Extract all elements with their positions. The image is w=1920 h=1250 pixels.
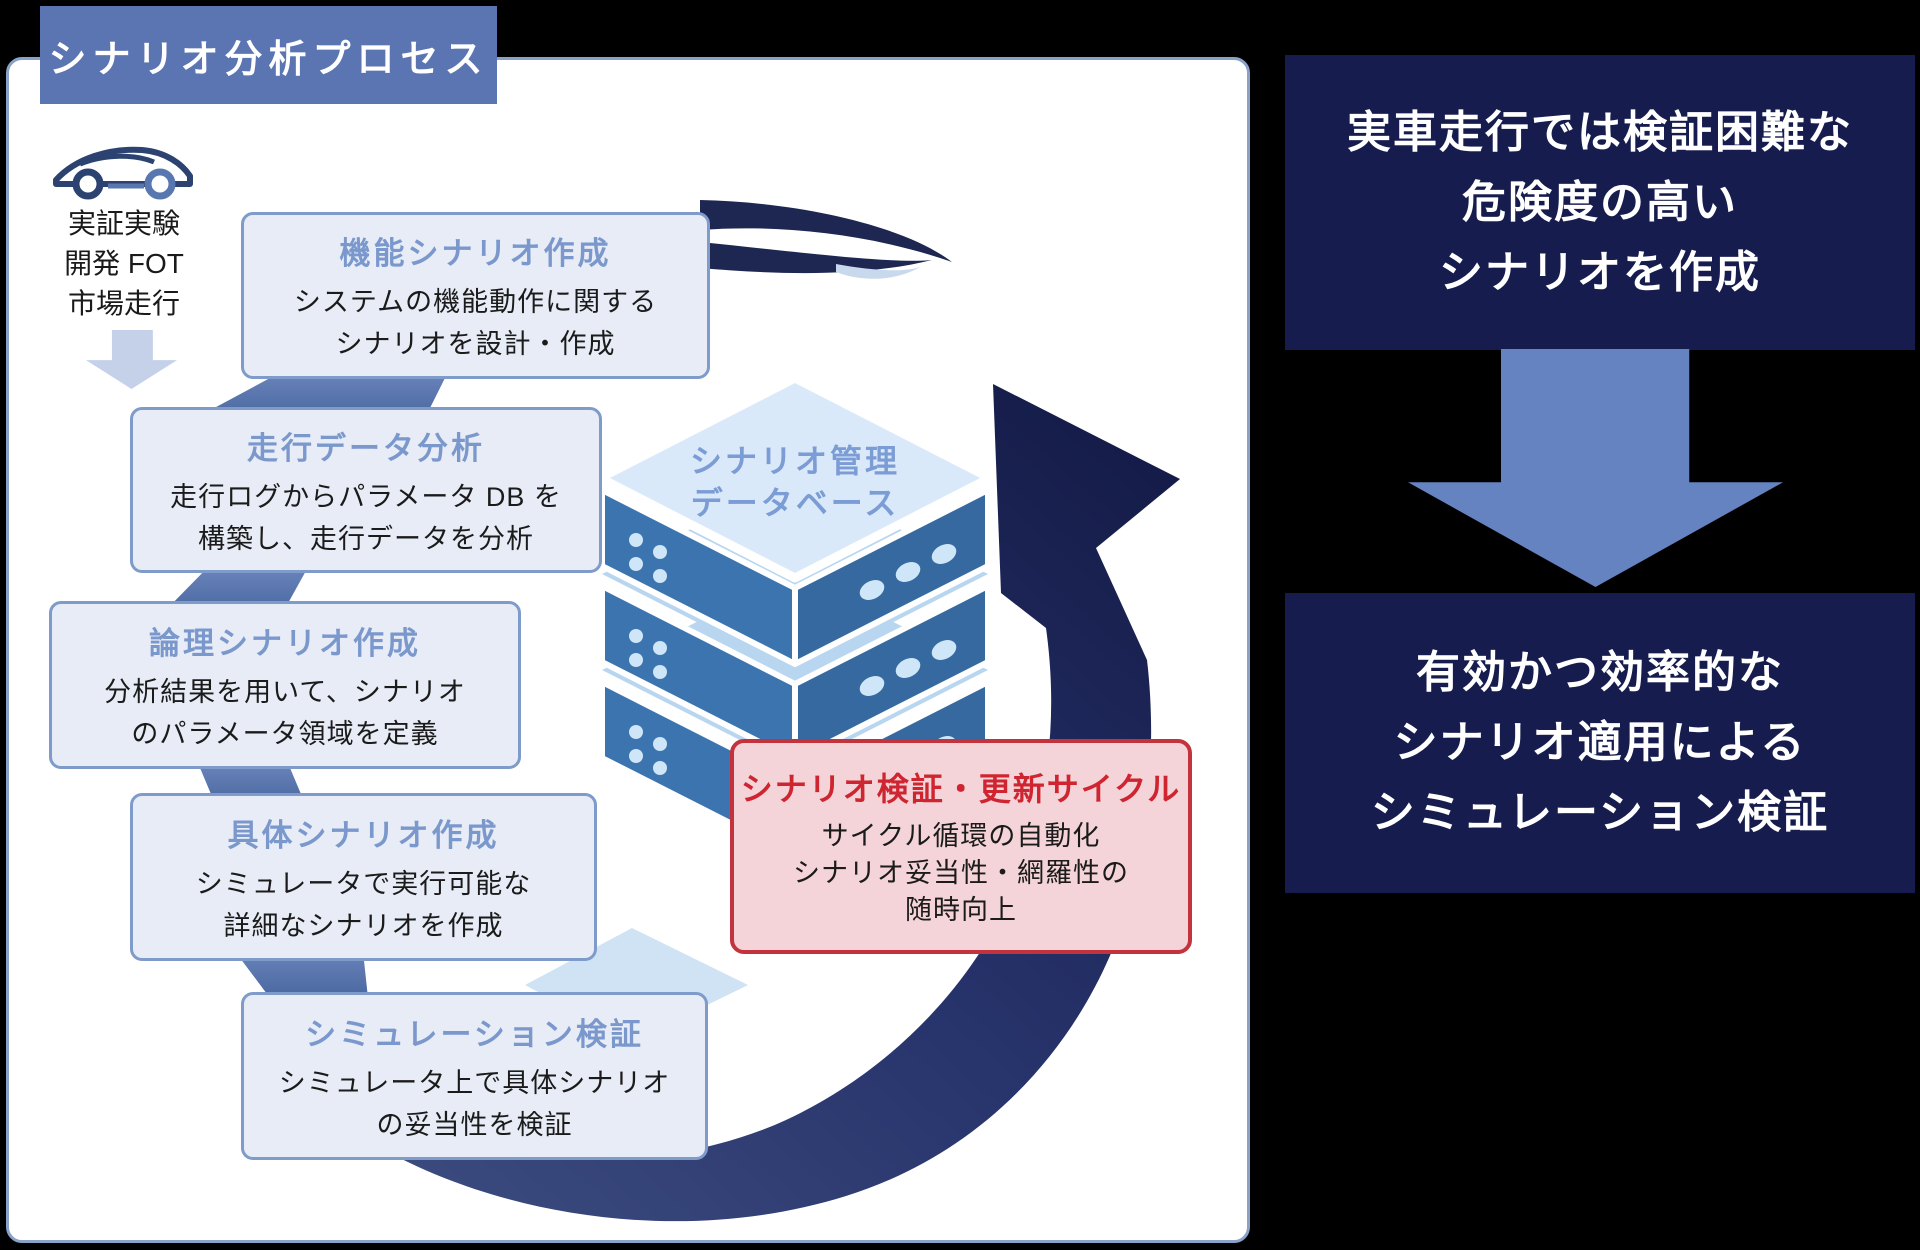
data-source-label: 実証実験 開発 FOT 市場走行 [38, 204, 210, 324]
diagram-title: シナリオ分析プロセス [48, 38, 489, 81]
benefit-panel-top: 実車走行では検証困難な 危険度の高い シナリオを作成 [1285, 55, 1915, 350]
database-label-line1: シナリオ管理 [690, 443, 900, 479]
benefit-line: 危険度の高い [1462, 177, 1738, 227]
step-title: 論理シナリオ作成 [149, 625, 421, 661]
cycle-update-box: シナリオ検証・更新サイクル サイクル循環の自動化 シナリオ妥当性・網羅性の 随時… [730, 739, 1192, 954]
step-desc: 分析結果を用いて、シナリオ [104, 676, 466, 707]
step-title: 具体シナリオ作成 [227, 817, 500, 853]
motion-crescent-3 [836, 264, 922, 279]
step-logical-scenario: 論理シナリオ作成 分析結果を用いて、シナリオ のパラメータ領域を定義 [49, 601, 521, 769]
step-desc: システムの機能動作に関する [293, 287, 658, 317]
source-line: 市場走行 [67, 288, 180, 319]
step-title: 機能シナリオ作成 [339, 236, 612, 271]
benefit-line: 実車走行では検証困難な [1347, 107, 1853, 157]
benefit-line: シナリオ適用による [1393, 718, 1807, 767]
step-title: 走行データ分析 [247, 430, 485, 466]
cycle-arrow [372, 200, 1180, 1222]
step-title: シミュレーション検証 [305, 1016, 644, 1052]
stack-top-face [595, 373, 995, 583]
source-line: 実証実験 [67, 208, 180, 239]
car-icon [53, 146, 193, 200]
benefit-line: シミュレーション検証 [1370, 788, 1830, 837]
benefit-line: 有効かつ効率的な [1416, 648, 1784, 697]
step-desc: シミュレータで実行可能な [195, 868, 532, 899]
cycle-box-title: シナリオ検証・更新サイクル [740, 771, 1182, 807]
step-desc: シミュレータ上で具体シナリオ [278, 1067, 671, 1098]
benefit-line: シナリオを作成 [1439, 247, 1761, 297]
motion-crescent-2 [700, 242, 932, 274]
step-simulation-verification: シミュレーション検証 シミュレータ上で具体シナリオ の妥当性を検証 [241, 992, 708, 1160]
step-desc: 構築し、走行データを分析 [198, 523, 534, 554]
cycle-box-desc: サイクル循環の自動化 [821, 821, 1101, 851]
step-desc: 走行ログからパラメータ DB を [170, 481, 562, 512]
step-desc: 詳細なシナリオを作成 [223, 910, 504, 941]
cycle-box-desc: 随時向上 [905, 895, 1017, 925]
step-driving-data-analysis: 走行データ分析 走行ログからパラメータ DB を 構築し、走行データを分析 [130, 407, 602, 573]
motion-crescent-1 [700, 200, 952, 262]
database-label-line2: データベース [691, 485, 899, 521]
benefit-panel-bottom: 有効かつ効率的な シナリオ適用による シミュレーション検証 [1285, 593, 1915, 893]
diagram-title-banner: シナリオ分析プロセス [40, 6, 497, 104]
step-desc: の妥当性を検証 [376, 1109, 573, 1140]
step-functional-scenario: 機能シナリオ作成 システムの機能動作に関する シナリオを設計・作成 [241, 212, 710, 379]
cycle-box-desc: シナリオ妥当性・網羅性の [793, 858, 1129, 888]
step-desc: のパラメータ領域を定義 [131, 718, 439, 749]
source-line: 開発 FOT [64, 248, 184, 279]
step-concrete-scenario: 具体シナリオ作成 シミュレータで実行可能な 詳細なシナリオを作成 [130, 793, 597, 961]
step-desc: シナリオを設計・作成 [335, 329, 616, 359]
